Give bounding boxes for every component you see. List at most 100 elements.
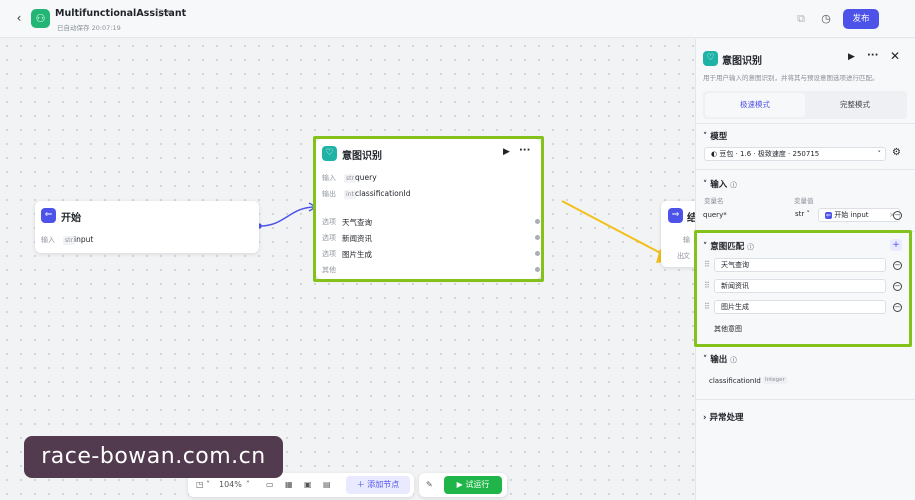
remove-intent-icon[interactable]: −: [893, 261, 902, 270]
edit-icon[interactable]: ✎: [166, 9, 174, 18]
option-label: 选项: [322, 234, 336, 242]
intent-field[interactable]: 天气查询: [714, 258, 886, 272]
output-section-label: 输出: [710, 355, 728, 365]
panel-play-icon[interactable]: ▶: [848, 52, 855, 62]
option-port[interactable]: [535, 219, 540, 224]
start-input-label: 输入: [41, 236, 55, 244]
close-icon[interactable]: ✕: [890, 49, 901, 63]
info-icon[interactable]: ⓘ: [730, 181, 737, 189]
model-section-title[interactable]: ˅ 模型: [703, 132, 728, 142]
model-select[interactable]: ◐ 豆包 · 1.6 · 极致速度 · 250715 ˅: [704, 147, 886, 161]
option-label: 选项: [322, 250, 336, 258]
panel-intent-icon: ♡: [703, 51, 718, 66]
input-var-type-value: str: [795, 210, 805, 218]
app-icon: ⚇: [31, 9, 50, 28]
option-value: 图片生成: [342, 250, 372, 259]
intent-icon: ♡: [322, 146, 337, 161]
connection-line[interactable]: [259, 206, 316, 227]
copy-icon[interactable]: ⧉: [797, 12, 805, 25]
zoom-level[interactable]: 104%: [219, 480, 242, 489]
intent-section-label: 意图匹配: [710, 242, 745, 252]
option-port[interactable]: [535, 251, 540, 256]
col-var-name: 变量名: [704, 197, 724, 205]
start-ref-icon: ⇐: [825, 212, 833, 219]
clear-icon[interactable]: ×: [889, 211, 895, 219]
more-icon[interactable]: ···: [519, 145, 531, 156]
comment-icon[interactable]: ▭: [266, 480, 274, 489]
end-row-label: 出: [677, 252, 684, 260]
add-node-label: 添加节点: [367, 480, 400, 489]
zoom-dropdown-icon[interactable]: ˅: [246, 480, 250, 489]
tools-icon[interactable]: ✎: [426, 480, 433, 489]
node-config-panel: ♡ 意图识别 ▶ ··· ✕ 用于用户输入的意图识别，并将其与预设意图选项进行匹…: [694, 39, 915, 500]
remove-input-icon[interactable]: −: [893, 211, 902, 220]
minimap-icon[interactable]: ▤: [323, 480, 331, 489]
output-var-name: classificationId: [709, 377, 761, 385]
annotation-arrow: [561, 200, 669, 258]
chevron-down-icon: ˅: [877, 150, 882, 158]
add-intent-button[interactable]: +: [890, 239, 902, 251]
add-node-button[interactable]: ＋ 添加节点: [346, 476, 410, 494]
model-value: 豆包 · 1.6 · 极致速度 · 250715: [719, 150, 820, 158]
history-icon[interactable]: ◷: [821, 12, 831, 25]
drag-handle-icon[interactable]: ⠿: [704, 281, 710, 290]
intent-field[interactable]: 图片生成: [714, 300, 886, 314]
back-icon[interactable]: ‹: [16, 11, 22, 25]
intent-section-title[interactable]: ˅ 意图匹配 ⓘ: [703, 242, 754, 252]
drag-handle-icon[interactable]: ⠿: [704, 302, 710, 311]
start-icon: ⇐: [41, 208, 56, 223]
input-var-source: 开始: [834, 211, 849, 219]
model-settings-icon[interactable]: ⚙: [892, 147, 901, 158]
layout-icon[interactable]: ▦: [285, 480, 293, 489]
end-row-label: 文: [683, 252, 690, 260]
input-section-title[interactable]: ˅ 输入 ⓘ: [703, 180, 737, 190]
exception-section-label: 异常处理: [709, 413, 744, 423]
remove-intent-icon[interactable]: −: [893, 303, 902, 312]
play-icon[interactable]: ▶: [503, 147, 510, 157]
input-var-ref-value: input: [850, 211, 869, 219]
col-var-value: 变量值: [794, 197, 814, 205]
intent-input-label: 输入: [322, 174, 336, 182]
option-value: 新闻资讯: [342, 234, 372, 243]
run-toolbar: ✎ ▶ 试运行: [419, 473, 507, 497]
panel-more-icon[interactable]: ···: [867, 50, 879, 61]
intent-output-type: int: [344, 190, 356, 199]
input-var-ref[interactable]: ⇐ 开始 input ×: [818, 208, 900, 222]
input-var-name: query*: [703, 211, 727, 219]
input-var-type[interactable]: str ˅: [795, 210, 811, 218]
canvas-toolbar: ◳ ˅ 104% ˅ ▭ ▦ ▣ ▤ ＋ 添加节点: [188, 473, 414, 497]
output-section-title[interactable]: ˅ 输出 ⓘ: [703, 355, 737, 365]
model-icon: ◐: [711, 150, 718, 158]
panel-title: 意图识别: [722, 56, 762, 67]
exception-section-title[interactable]: › 异常处理: [703, 413, 744, 423]
intent-field[interactable]: 新闻资讯: [714, 279, 886, 293]
tab-fast-mode[interactable]: 极速模式: [705, 93, 805, 117]
intent-node[interactable]: ♡ 意图识别 ▶ ··· 输入 str query 输出 int classif…: [316, 139, 541, 279]
intent-node-highlight: [313, 136, 544, 282]
intent-input-name: query: [355, 173, 377, 182]
start-node[interactable]: ⇐ 开始 输入 str input: [35, 201, 259, 253]
info-icon[interactable]: ⓘ: [747, 243, 754, 251]
other-option-label: 其他: [322, 266, 336, 274]
input-section-label: 输入: [710, 180, 728, 190]
model-section-label: 模型: [710, 132, 728, 142]
info-icon[interactable]: ⓘ: [730, 356, 737, 364]
trial-run-button[interactable]: ▶ 试运行: [444, 476, 502, 494]
trial-run-label: 试运行: [465, 480, 490, 489]
drag-handle-icon[interactable]: ⠿: [704, 260, 710, 269]
mouse-mode-icon[interactable]: ◳ ˅: [196, 480, 211, 489]
remove-intent-icon[interactable]: −: [893, 282, 902, 291]
image-icon[interactable]: ▣: [304, 480, 312, 489]
tab-full-mode[interactable]: 完整模式: [840, 100, 870, 109]
watermark: race-bowan.com.cn: [24, 436, 283, 478]
workflow-canvas[interactable]: ⇐ 开始 输入 str input ♡ 意图识别 ▶ ··· 输入 str qu…: [0, 39, 701, 500]
end-icon: ⇒: [668, 208, 683, 223]
top-bar: ‹ ⚇ MultifunctionalAssistant ⓘ ✎ 已自动保存 2…: [0, 0, 915, 38]
other-option-port[interactable]: [535, 267, 540, 272]
start-input-type: str: [63, 236, 75, 245]
autosave-status: 已自动保存 20:07:19: [57, 24, 121, 32]
mode-tabs: 极速模式 完整模式: [703, 91, 907, 119]
publish-button[interactable]: 发布: [843, 9, 879, 29]
option-port[interactable]: [535, 235, 540, 240]
info-icon[interactable]: ⓘ: [156, 9, 164, 18]
